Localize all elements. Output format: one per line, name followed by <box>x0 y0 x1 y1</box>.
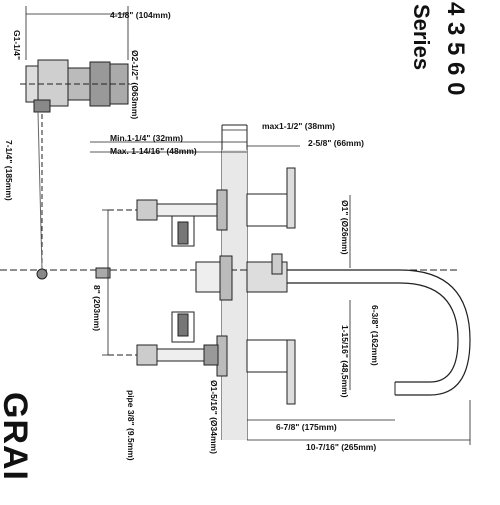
spout-assembly <box>0 253 471 396</box>
model-number: 4 3 5 6 0 <box>442 2 469 95</box>
dim-wall-min-label: Min.1-1/4" (32mm) <box>110 133 183 143</box>
dim-handle-dia-label: Ø1" (Ø26mm) <box>340 200 350 255</box>
dim-center-spacing <box>102 209 114 356</box>
dim-spout-total-label: 10-7/16" (265mm) <box>306 442 376 452</box>
dim-escutcheon-label: Ø2-1/2" (Ø63mm) <box>130 50 140 119</box>
dim-spout-dia-label: 1-15/16" (48,5mm) <box>340 325 350 398</box>
dim-wall <box>90 129 300 153</box>
series-label: Series <box>409 4 434 70</box>
dim-spout-proj-label: 6-7/8" (175mm) <box>276 422 337 432</box>
upper-handle <box>108 167 296 247</box>
diverter-elevation <box>20 59 130 271</box>
brand-logo: GRAI <box>0 392 34 481</box>
dim-center-spacing-label: 8" (203mm) <box>92 285 102 331</box>
dim-top-width <box>25 6 129 60</box>
dim-width-top-label: 4-1/8" (104mm) <box>110 10 171 20</box>
dim-handle-proj-label: 2-5/8" (66mm) <box>308 138 364 148</box>
lower-handle <box>108 311 296 405</box>
dim-wall-max2-label: Max. 1-14/16" (48mm) <box>110 146 197 156</box>
dim-spout-height-label: 6-3/8" (162mm) <box>370 305 380 366</box>
dim-thread-label: G1-1/4" <box>12 30 22 60</box>
dim-pipe-label: pipe 3/8" (9.5mm) <box>126 390 136 461</box>
dim-valve-dia-label: Ø1-5/16" (Ø34mm) <box>209 380 219 454</box>
dim-wall-max-label: max1-1/2" (38mm) <box>262 121 335 131</box>
dim-right <box>247 195 471 445</box>
dim-left-partial-label: 7-1/4" (185mm) <box>4 140 14 201</box>
